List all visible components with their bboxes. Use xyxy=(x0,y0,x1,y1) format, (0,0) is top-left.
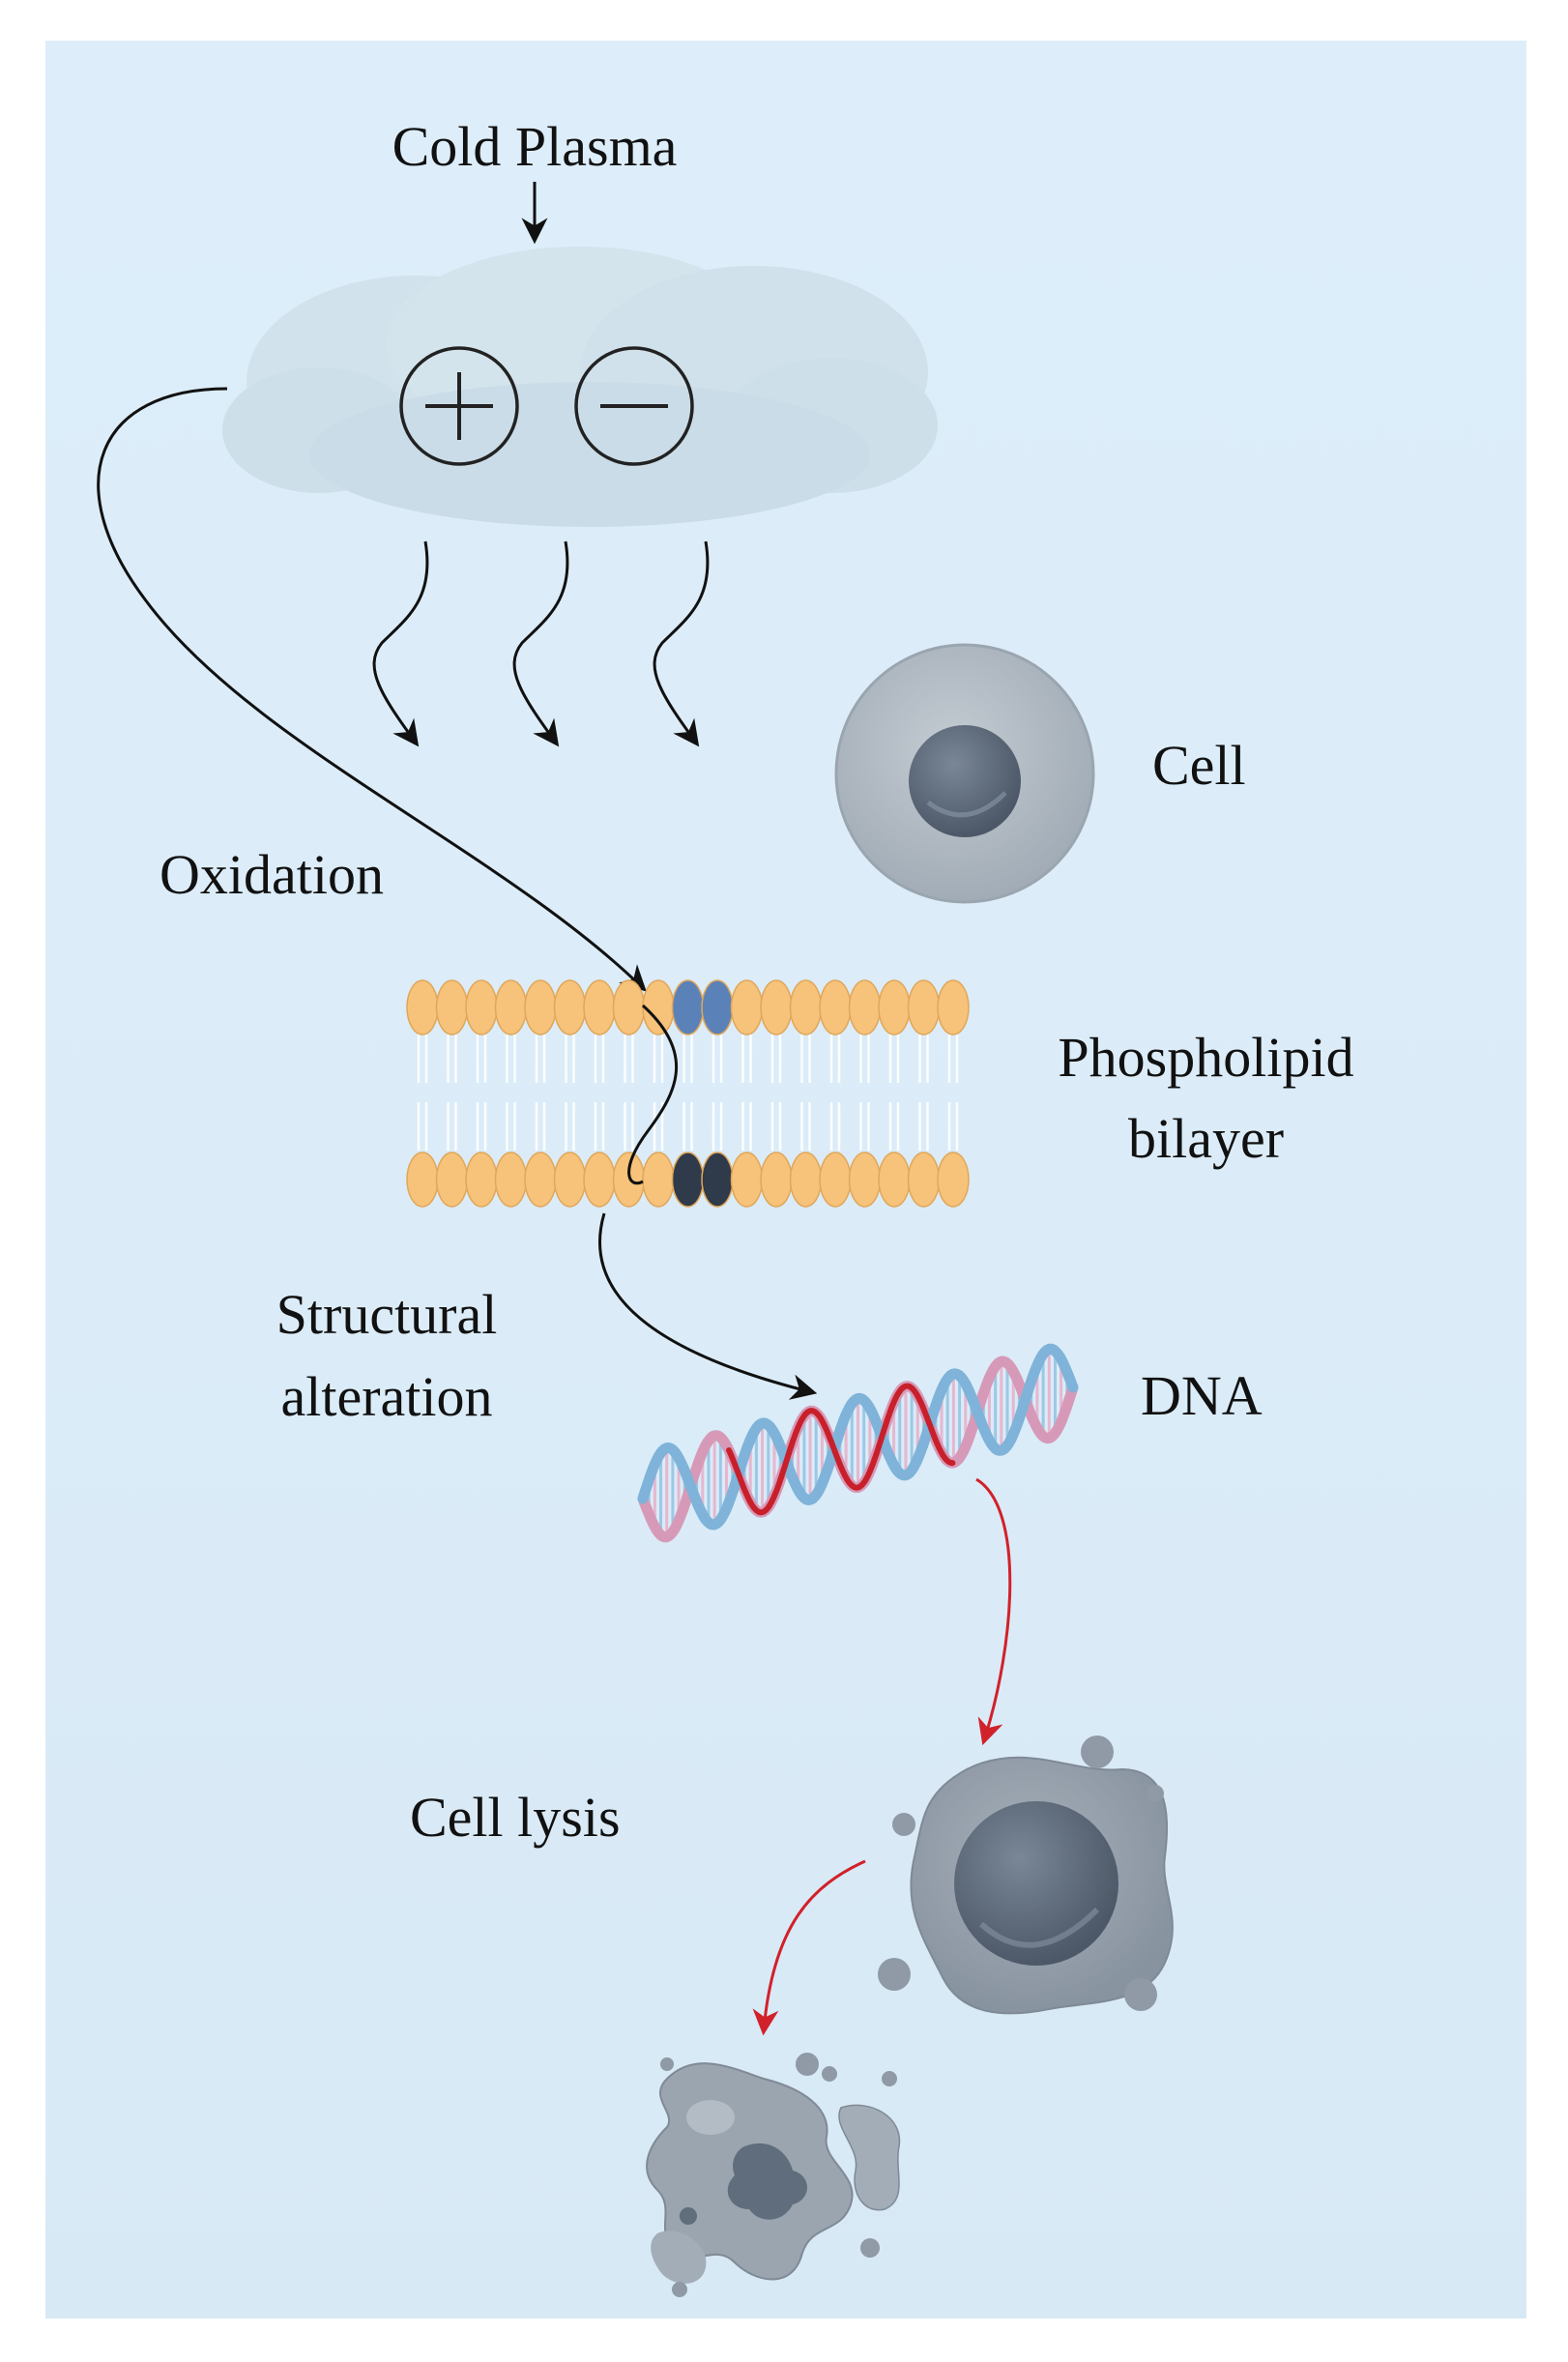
lipid-head xyxy=(730,1152,764,1208)
lipid-head xyxy=(789,979,823,1035)
wavy-arrow xyxy=(372,540,429,747)
lipid-head xyxy=(553,979,587,1035)
lipid-head xyxy=(406,979,439,1035)
cell-debris xyxy=(646,2053,901,2297)
lipid-head xyxy=(465,979,498,1035)
oxidized-lipid-head xyxy=(671,979,705,1035)
label-oxidation: Oxidation xyxy=(160,843,384,906)
damaged-lipid-head xyxy=(671,1152,705,1208)
label-structural-line1: Structural xyxy=(276,1283,498,1346)
lipid-head xyxy=(435,979,469,1035)
lipid-head xyxy=(465,1152,498,1208)
lipid-head xyxy=(553,1152,587,1208)
lipid-head xyxy=(878,979,911,1035)
red-arrow-to-lysis xyxy=(975,1477,1012,1746)
structural-alteration-arrow xyxy=(598,1212,818,1400)
dna-damage-segment xyxy=(726,1383,956,1516)
lipid-head xyxy=(907,979,941,1035)
lipid-head xyxy=(642,1152,675,1208)
lipid-head xyxy=(937,979,970,1035)
lipid-head xyxy=(494,979,528,1035)
plasma-cloud xyxy=(222,247,938,527)
lipid-head xyxy=(642,979,675,1035)
wavy-arrow xyxy=(512,540,569,747)
red-arrow-to-debris xyxy=(752,1859,866,2036)
membrane-transit-curve xyxy=(627,1004,679,1185)
plus-circle-icon xyxy=(399,346,519,466)
lipid-head xyxy=(435,1152,469,1208)
label-structural-line2: alteration xyxy=(280,1365,493,1428)
lipid-head xyxy=(583,979,616,1035)
lipid-head xyxy=(583,1152,616,1208)
lipid-head xyxy=(524,1152,557,1208)
label-phospholipid-line1: Phospholipid xyxy=(1058,1026,1354,1089)
oxidation-arrow xyxy=(97,387,647,992)
oxidized-lipid-head xyxy=(701,979,734,1035)
lipid-head xyxy=(760,1152,793,1208)
lipid-head xyxy=(494,1152,528,1208)
label-dna: DNA xyxy=(1141,1364,1263,1427)
lipid-head xyxy=(907,1152,941,1208)
lysing-cell xyxy=(878,1735,1174,2015)
lipid-head xyxy=(612,979,646,1035)
label-phospholipid-line2: bilayer xyxy=(1127,1107,1285,1170)
damaged-lipid-head xyxy=(701,1152,734,1208)
lipid-head xyxy=(848,979,882,1035)
lipid-head xyxy=(730,979,764,1035)
minus-circle-icon xyxy=(574,346,694,466)
wavy-arrow xyxy=(653,540,710,747)
dna-helix-icon xyxy=(637,1343,1079,1543)
lipid-head xyxy=(524,979,557,1035)
lipid-head xyxy=(878,1152,911,1208)
label-cell: Cell xyxy=(1152,734,1246,797)
lipid-head xyxy=(789,1152,823,1208)
lipid-head xyxy=(612,1152,646,1208)
lipid-head xyxy=(406,1152,439,1208)
lipid-head xyxy=(819,1152,852,1208)
label-cold-plasma: Cold Plasma xyxy=(392,115,678,178)
healthy-cell xyxy=(834,643,1095,904)
lipid-head xyxy=(848,1152,882,1208)
lipid-head xyxy=(819,979,852,1035)
lipid-head xyxy=(937,1152,970,1208)
label-cell-lysis: Cell lysis xyxy=(410,1786,621,1849)
phospholipid-bilayer xyxy=(406,979,970,1208)
lipid-head xyxy=(760,979,793,1035)
